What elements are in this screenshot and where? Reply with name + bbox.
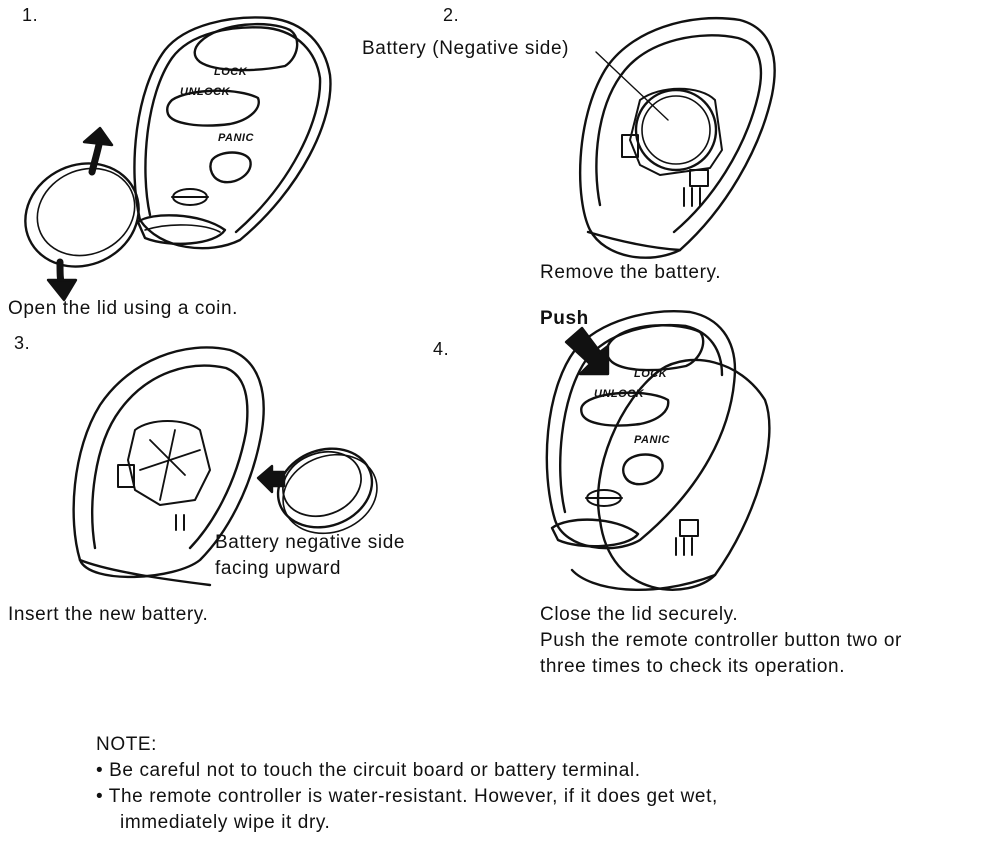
panic-button-label: PANIC (218, 132, 254, 144)
step-2-battery-label: Battery (Negative side) (362, 38, 570, 59)
step-4-push-label: Push (540, 308, 589, 329)
step-4-caption-line-1: Close the lid securely. (540, 604, 739, 625)
step-3-number: 3. (14, 333, 31, 353)
step-3-caption: Insert the new battery. (8, 604, 209, 625)
note-bullet-2-continuation: immediately wipe it dry. (120, 812, 331, 833)
note-bullet-2: • The remote controller is water-resista… (96, 786, 718, 807)
step-3-label-line-2: facing upward (215, 558, 342, 579)
step1-remote-figure (24, 16, 332, 302)
note-block: NOTE: • Be careful not to touch the circ… (96, 732, 718, 836)
note-bullet-1-text: Be careful not to touch the circuit boar… (109, 760, 641, 781)
step-1-number: 1. (22, 5, 39, 25)
step-1-caption: Open the lid using a coin. (8, 298, 239, 319)
unlock-button-label-step4: UNLOCK (594, 388, 645, 400)
step2-opened-case-figure (578, 16, 776, 259)
step-4-number: 4. (433, 339, 450, 359)
note-heading: NOTE: (96, 734, 158, 755)
step-4-caption-line-2: Push the remote controller button two or (540, 630, 902, 651)
step-3-label-line-1: Battery negative side (215, 532, 406, 553)
step-2-caption: Remove the battery. (540, 262, 722, 283)
note-bullet-1: • Be careful not to touch the circuit bo… (96, 760, 641, 781)
step3-insert-battery-figure (72, 346, 378, 587)
step4-close-lid-figure (545, 310, 771, 591)
lock-button-label: LOCK (214, 66, 248, 78)
lock-button-label-step4: LOCK (634, 368, 668, 380)
step-4-caption-line-3: three times to check its operation. (540, 656, 846, 677)
step-2-number: 2. (443, 5, 460, 25)
panic-button-label-step4: PANIC (634, 434, 670, 446)
unlock-button-label: UNLOCK (180, 86, 231, 98)
note-bullet-2-text: The remote controller is water-resistant… (108, 786, 718, 807)
